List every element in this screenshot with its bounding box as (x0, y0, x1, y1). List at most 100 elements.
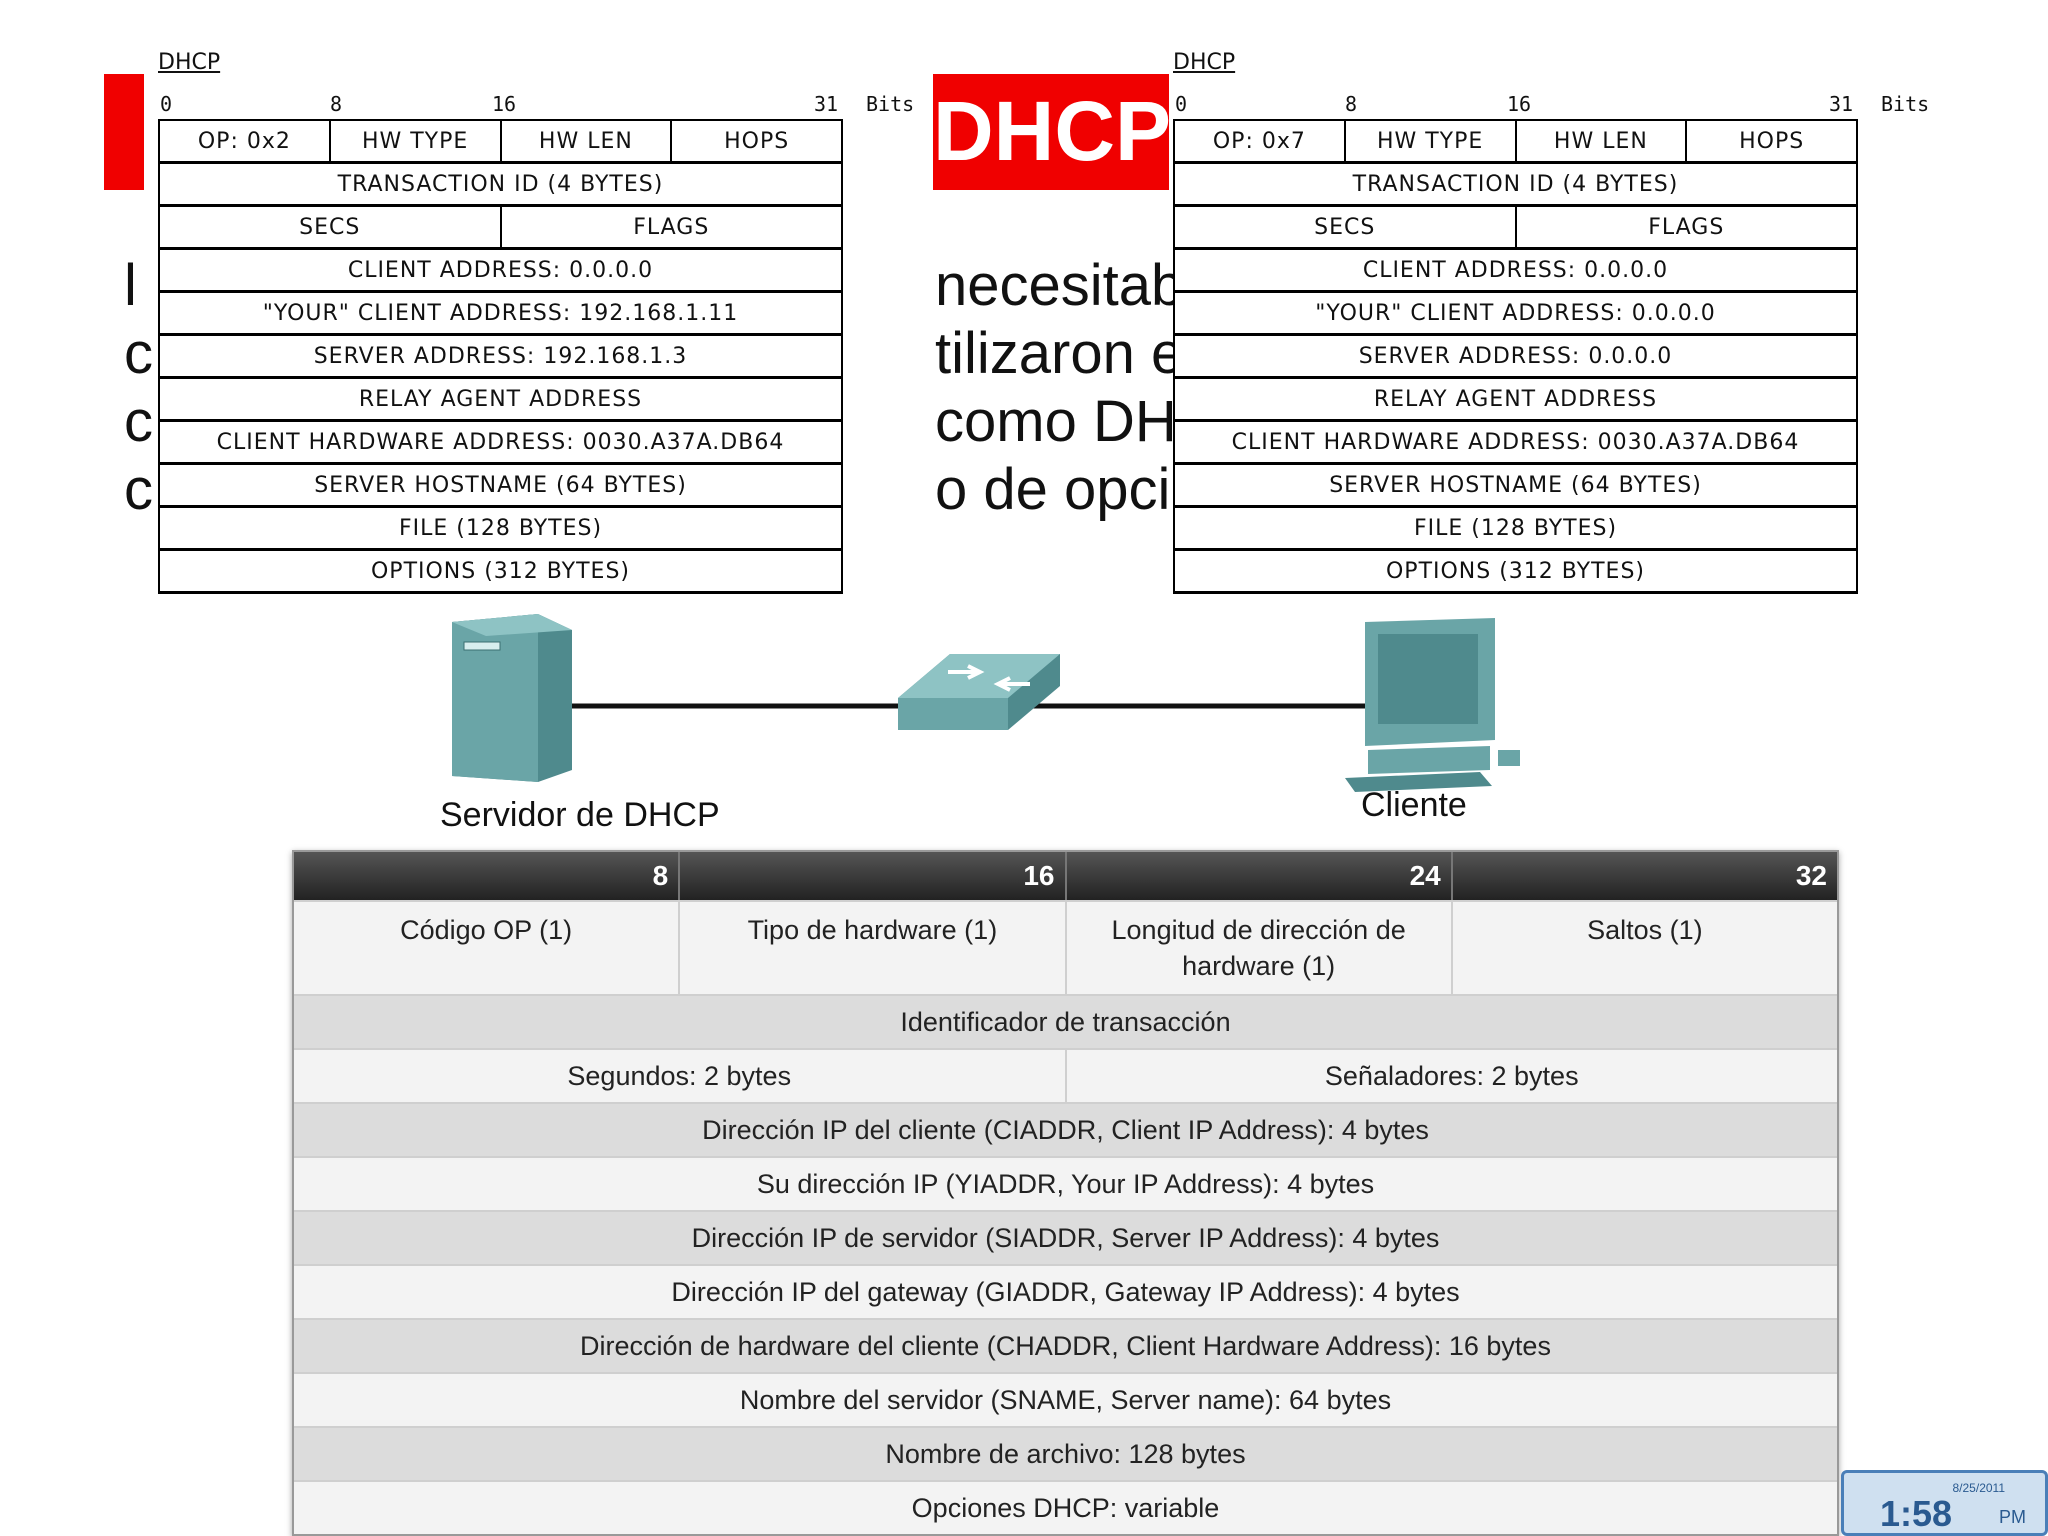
packet-field: HW TYPE (331, 121, 502, 161)
switch-icon (898, 654, 1060, 730)
bit-mark-16: 16 (1507, 92, 1532, 116)
packet-field: TRANSACTION ID (4 BYTES) (337, 171, 664, 197)
field-cell: Dirección IP del gateway (GIADDR, Gatewa… (671, 1277, 1460, 1307)
table-header: 8 16 24 32 (294, 852, 1837, 900)
slide-title-text: DHCP (933, 84, 1172, 178)
table-row: Segundos: 2 bytes Señaladores: 2 bytes (294, 1048, 1837, 1102)
computer-icon (1345, 618, 1520, 792)
packet-field: RELAY AGENT ADDRESS (1373, 386, 1658, 412)
slide-text-left-fragment: c (124, 457, 153, 522)
bit-mark-16: 16 (492, 92, 517, 116)
transaction-cell: Identificador de transacción (900, 1007, 1231, 1037)
slide-text-left-fragment: c (124, 389, 153, 454)
bit-mark-0: 0 (160, 92, 173, 116)
hops-cell: Saltos (1) (1587, 915, 1703, 945)
table-row: Dirección IP del cliente (CIADDR, Client… (294, 1102, 1837, 1156)
packet-field: CLIENT ADDRESS: 0.0.0.0 (347, 257, 654, 283)
dhcp-format-table: 8 16 24 32 Código OP (1) Tipo de hardwar… (292, 850, 1839, 1536)
packet-row: FILE (128 BYTES) (160, 508, 841, 551)
packet-row: SERVER HOSTNAME (64 BYTES) (160, 465, 841, 508)
slide-text-line-4: o de opci (935, 457, 1171, 522)
table-body-rows: Dirección IP del cliente (CIADDR, Client… (294, 1102, 1837, 1534)
packet-row: OPTIONS (312 BYTES) (160, 551, 841, 594)
packet-row: TRANSACTION ID (4 BYTES) (160, 164, 841, 207)
packet-title: DHCP (1173, 50, 1236, 75)
packet-field: SECS (1175, 207, 1517, 247)
packet-field: SERVER HOSTNAME (64 BYTES) (314, 472, 687, 498)
bit-mark-0: 0 (1175, 92, 1188, 116)
packet-row: "YOUR" CLIENT ADDRESS: 192.168.1.11 (160, 293, 841, 336)
flags-cell: Señaladores: 2 bytes (1324, 1061, 1579, 1091)
packet-row: CLIENT ADDRESS: 0.0.0.0 (160, 250, 841, 293)
table-row: Identificador de transacción (294, 994, 1837, 1048)
packet-row: FILE (128 BYTES) (1175, 508, 1856, 551)
hardware-type-cell: Tipo de hardware (1) (680, 902, 1067, 994)
field-cell: Dirección IP del cliente (CIADDR, Client… (702, 1115, 1429, 1145)
packet-row: CLIENT ADDRESS: 0.0.0.0 (1175, 250, 1856, 293)
table-row: Su dirección IP (YIADDR, Your IP Address… (294, 1156, 1837, 1210)
field-cell: Nombre del servidor (SNAME, Server name)… (739, 1385, 1392, 1415)
packet-field: CLIENT ADDRESS: 0.0.0.0 (1362, 257, 1669, 283)
clock-ampm: PM (1999, 1507, 2026, 1527)
packet-field: FILE (128 BYTES) (1413, 515, 1618, 541)
slide-title-right: DHCP (933, 74, 1172, 190)
slide-title-left-bar (104, 74, 144, 190)
network-diagram: Servidor de DHCP Cliente (420, 600, 1620, 850)
packet-field: OP: 0x7 (1175, 121, 1346, 161)
bit-mark-8: 8 (330, 92, 343, 116)
table-row: Nombre del servidor (SNAME, Server name)… (294, 1372, 1837, 1426)
table-row: Dirección de hardware del cliente (CHADD… (294, 1318, 1837, 1372)
network-graphic (452, 614, 1520, 792)
slide-text-line-3: como DH (935, 389, 1177, 454)
packet-row: CLIENT HARDWARE ADDRESS: 0030.A37A.DB64 (160, 422, 841, 465)
bit-mark-31: 31 (1829, 92, 1854, 116)
bit-mark-8: 8 (1345, 92, 1358, 116)
bits-label: Bits (1881, 92, 1930, 116)
packet-row: "YOUR" CLIENT ADDRESS: 0.0.0.0 (1175, 293, 1856, 336)
slide-text-line-2: tilizaron e (935, 321, 1184, 386)
packet-field: HOPS (724, 128, 790, 154)
packet-field: SERVER ADDRESS: 0.0.0.0 (1358, 343, 1673, 369)
packet-field: OPTIONS (312 BYTES) (370, 558, 631, 584)
header-bit-24: 24 (1067, 852, 1453, 900)
packet-row: OPTIONS (312 BYTES) (1175, 551, 1856, 594)
table-row: Dirección IP del gateway (GIADDR, Gatewa… (294, 1264, 1837, 1318)
packet-field: CLIENT HARDWARE ADDRESS: 0030.A37A.DB64 (216, 429, 785, 455)
packet-row: CLIENT HARDWARE ADDRESS: 0030.A37A.DB64 (1175, 422, 1856, 465)
packet-row: RELAY AGENT ADDRESS (160, 379, 841, 422)
packet-row: TRANSACTION ID (4 BYTES) (1175, 164, 1856, 207)
server-icon (452, 614, 572, 782)
table-row: Nombre de archivo: 128 bytes (294, 1426, 1837, 1480)
clock-time: 1:58 (1880, 1493, 1953, 1534)
header-bit-32: 32 (1795, 860, 1827, 891)
taskbar-clock[interactable]: 8/25/2011 1:58 PM (1841, 1470, 2048, 1536)
field-cell: Dirección IP de servidor (SIADDR, Server… (691, 1223, 1440, 1253)
packet-field: "YOUR" CLIENT ADDRESS: 192.168.1.11 (262, 300, 739, 326)
packet-row: RELAY AGENT ADDRESS (1175, 379, 1856, 422)
packet-field: "YOUR" CLIENT ADDRESS: 0.0.0.0 (1315, 300, 1716, 326)
packet-field: OPTIONS (312 BYTES) (1385, 558, 1646, 584)
packet-field: FILE (128 BYTES) (398, 515, 603, 541)
packet-field: TRANSACTION ID (4 BYTES) (1352, 171, 1679, 197)
packet-field: RELAY AGENT ADDRESS (358, 386, 643, 412)
hardware-length-cell: Longitud de dirección de hardware (1) (1067, 902, 1453, 994)
table-row: Opciones DHCP: variable (294, 1480, 1837, 1534)
server-label: Servidor de DHCP (440, 796, 720, 834)
slide-text-line-1: necesitaba (935, 253, 1216, 318)
packet-row: SERVER ADDRESS: 0.0.0.0 (1175, 336, 1856, 379)
packet-field: CLIENT HARDWARE ADDRESS: 0030.A37A.DB64 (1231, 429, 1800, 455)
packet-row: SERVER HOSTNAME (64 BYTES) (1175, 465, 1856, 508)
packet-field: HOPS (1739, 128, 1805, 154)
packet-row: SERVER ADDRESS: 192.168.1.3 (160, 336, 841, 379)
packet-title: DHCP (158, 50, 221, 75)
packet-field: FLAGS (633, 214, 710, 240)
table-row: Dirección IP de servidor (SIADDR, Server… (294, 1210, 1837, 1264)
packet-field: HW LEN (1517, 121, 1688, 161)
